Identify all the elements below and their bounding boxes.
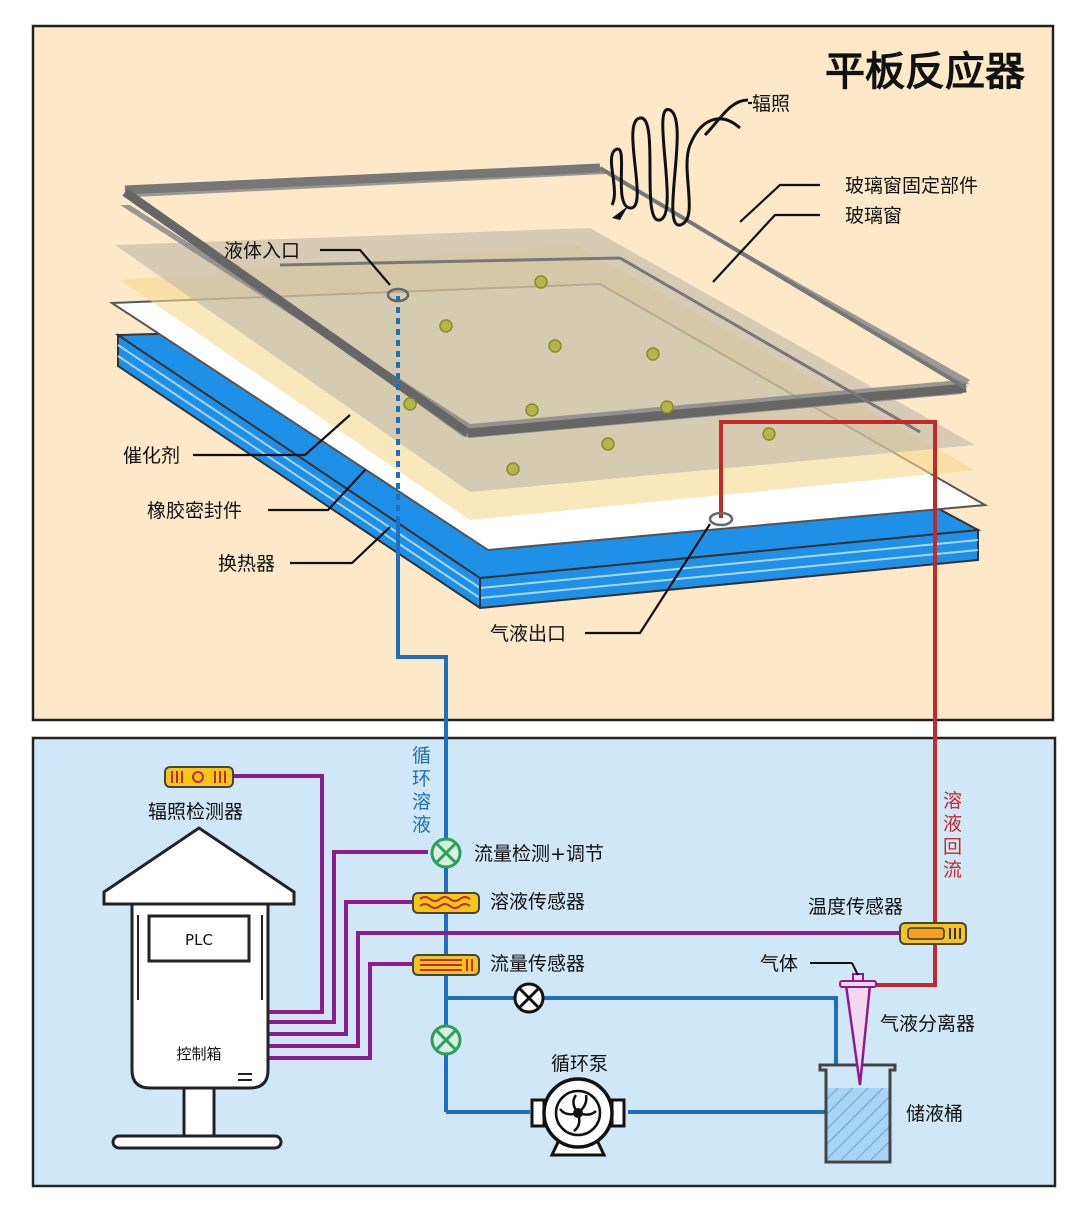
- label-irradiation-detector: 辐照检测器: [148, 801, 243, 823]
- catalyst-particle: [403, 397, 417, 411]
- label-circ-2: 环: [412, 768, 431, 790]
- holder-right-edge: [598, 166, 968, 390]
- shutoff-valve: [513, 982, 545, 1014]
- label-heat-exchanger: 换热器: [218, 553, 275, 575]
- catalyst-particle: [525, 403, 539, 417]
- label-ret-1: 溶: [943, 790, 962, 812]
- inlet-pipe: [396, 296, 448, 840]
- label-rubber-seal: 橡胶密封件: [147, 500, 242, 522]
- holder-top-edge: [124, 163, 601, 195]
- glass-window: [115, 228, 975, 492]
- label-gas-liquid-outlet: 气液出口: [490, 623, 566, 645]
- label-irradiation: 辐照: [752, 93, 790, 115]
- label-temperature-sensor: 温度传感器: [808, 896, 903, 918]
- label-plc: PLC: [185, 931, 213, 949]
- irradiation-wave: [610, 108, 742, 227]
- label-flow-detect-adjust: 流量检测+调节: [474, 843, 604, 865]
- label-gas: 气体: [760, 953, 798, 975]
- label-circulation-pump: 循环泵: [551, 1053, 608, 1075]
- gas-liquid-separator: [839, 973, 877, 1086]
- circulation-pump: [530, 1077, 626, 1157]
- catalyst-particle: [534, 275, 548, 289]
- catalyst-particle: [548, 339, 562, 353]
- label-ret-2: 液: [943, 813, 962, 835]
- label-circ-4: 液: [412, 814, 431, 836]
- label-flow-sensor: 流量传感器: [490, 953, 585, 975]
- catalyst-particle: [660, 400, 674, 414]
- label-ret-3: 回: [943, 836, 962, 858]
- label-solution-sensor: 溶液传感器: [490, 891, 585, 913]
- catalyst-particle: [762, 427, 776, 441]
- label-control-box: 控制箱: [176, 1045, 221, 1063]
- irradiation-tail: [703, 98, 749, 137]
- catalyst-particle: [646, 347, 660, 361]
- label-circ-1: 循: [412, 745, 431, 767]
- gas-leader-2: [851, 962, 859, 976]
- catalyst-particle: [506, 462, 520, 476]
- control-box: [102, 826, 296, 1150]
- label-liquid-inlet: 液体入口: [224, 240, 300, 262]
- label-circ-3: 溶: [412, 791, 431, 813]
- window-inner-edge: [279, 256, 621, 267]
- catalyst-particle: [601, 437, 615, 451]
- temperature-sensor: [899, 922, 967, 945]
- label-glass-holder: 玻璃窗固定部件: [845, 175, 978, 197]
- return-pipe: [719, 420, 937, 987]
- label-ret-4: 流: [943, 859, 962, 881]
- flow-sensor: [412, 954, 480, 976]
- storage-tank: [818, 1063, 897, 1164]
- holder-front-edge: [467, 383, 967, 438]
- irradiation-detector: [164, 766, 234, 788]
- bypass-valve: [430, 1024, 462, 1056]
- control-wires: [232, 774, 903, 1060]
- solution-sensor: [412, 892, 480, 914]
- flow-control-valve: [430, 837, 462, 869]
- outlet-ring: [708, 511, 734, 527]
- catalyst-particles: [403, 275, 776, 476]
- label-glass-window: 玻璃窗: [845, 205, 902, 227]
- inlet-ring: [386, 287, 410, 303]
- catalyst-particle: [439, 319, 453, 333]
- holder-left-edge: [122, 188, 471, 437]
- leader-lines: [193, 101, 820, 635]
- label-storage-tank: 储液桶: [906, 1103, 963, 1125]
- label-catalyst: 催化剂: [123, 445, 180, 467]
- window-inner-edge-2: [619, 256, 921, 434]
- diagram-title: 平板反应器: [825, 49, 1026, 95]
- irradiation-arrowhead: [612, 206, 628, 220]
- label-gas-liquid-separator: 气液分离器: [880, 1013, 975, 1035]
